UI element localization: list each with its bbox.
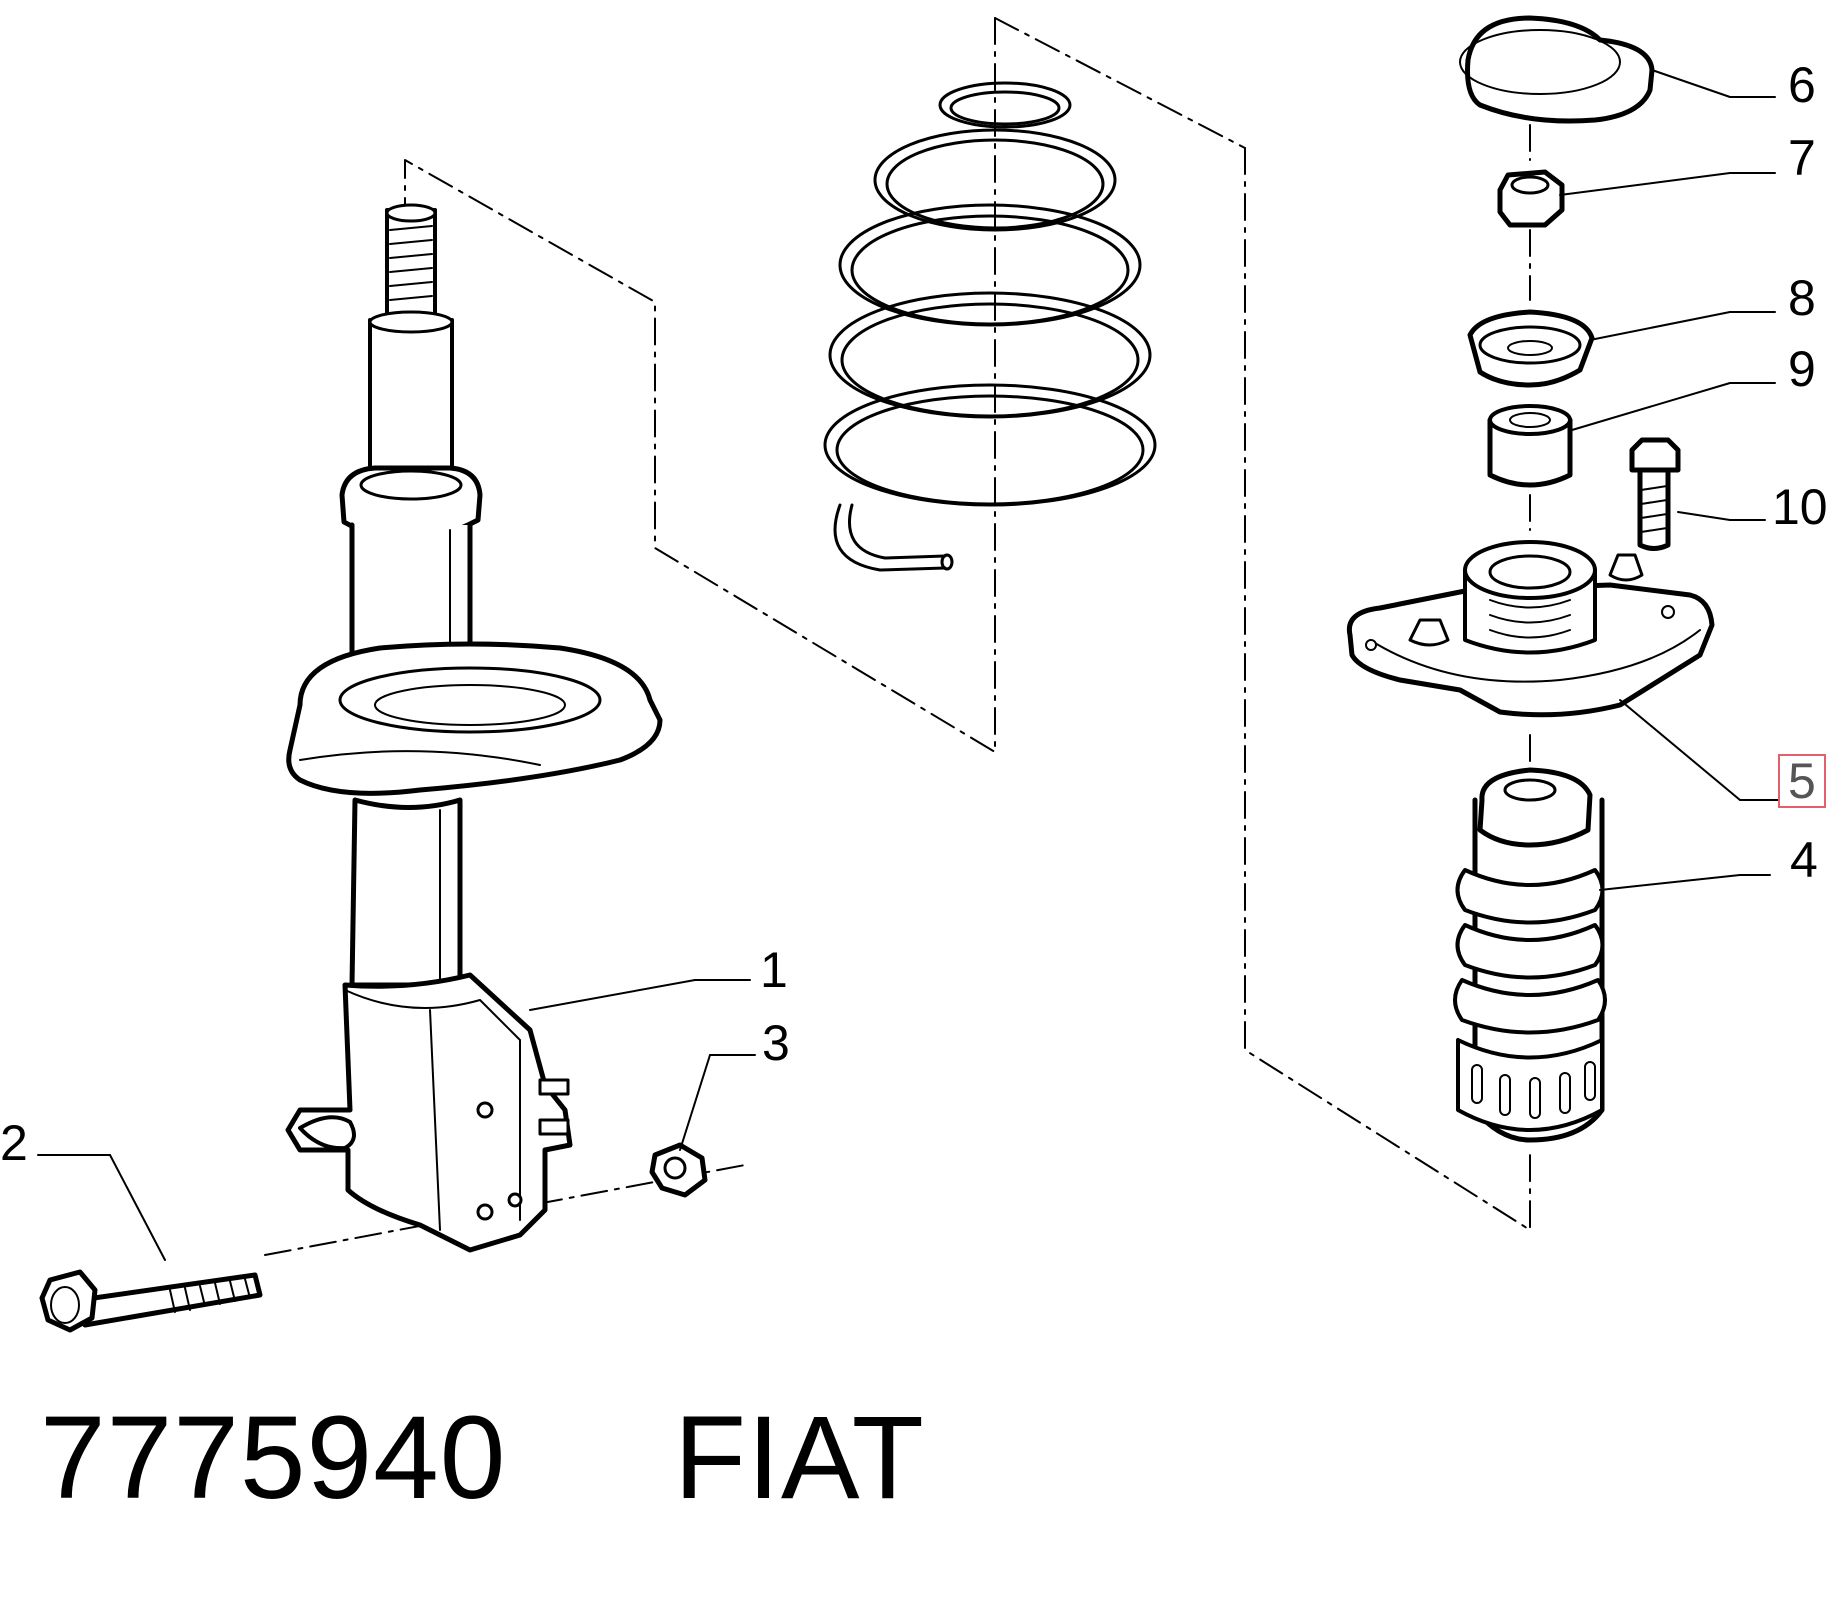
callout-6: 6 xyxy=(1788,57,1816,113)
callout-9: 9 xyxy=(1788,341,1816,397)
mount-5 xyxy=(1346,540,1715,718)
bushing-9 xyxy=(1487,404,1573,488)
part-number-caption: 7775940 FIAT xyxy=(40,1390,925,1526)
part-number: 7775940 xyxy=(40,1392,507,1524)
bump-stop-4 xyxy=(1453,767,1607,1143)
strut-assembly xyxy=(285,203,663,1253)
callout-10: 10 xyxy=(1772,479,1828,535)
top-cap-6 xyxy=(1459,15,1655,124)
cup-8 xyxy=(1467,309,1595,388)
callout-2: 2 xyxy=(0,1115,28,1171)
callout-4: 4 xyxy=(1790,832,1818,888)
bolt-10 xyxy=(1629,437,1681,551)
nut-3 xyxy=(649,1142,708,1198)
callout-1: 1 xyxy=(760,942,788,998)
callout-7: 7 xyxy=(1788,130,1816,186)
brand-name: FIAT xyxy=(673,1392,925,1524)
callout-5-highlighted[interactable]: 5 xyxy=(1778,754,1826,808)
bolt-2 xyxy=(39,1269,263,1333)
leader-lines xyxy=(37,69,1779,1261)
callout-3: 3 xyxy=(762,1015,790,1071)
coil-spring xyxy=(823,81,1157,572)
callout-8: 8 xyxy=(1788,270,1816,326)
nut-7 xyxy=(1497,169,1565,228)
